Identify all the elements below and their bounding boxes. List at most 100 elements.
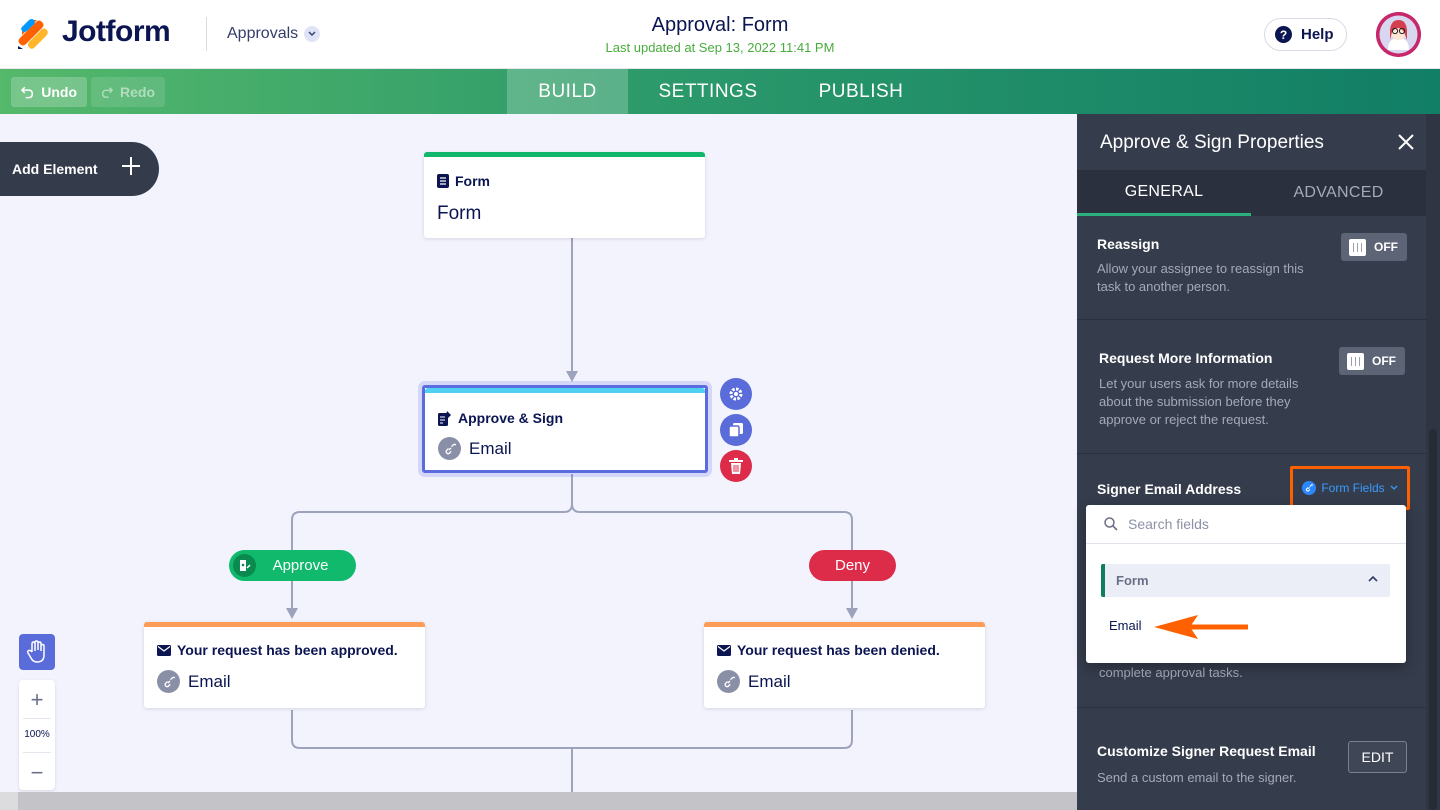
request-more-info-toggle[interactable]: OFF [1339, 347, 1405, 375]
form-node-type: Form [455, 173, 490, 189]
customize-email-description: Send a custom email to the signer. [1097, 770, 1297, 785]
pan-tool-button[interactable] [19, 634, 55, 670]
tab-general[interactable]: GENERAL [1077, 170, 1251, 216]
envelope-icon [157, 644, 171, 656]
link-icon [1302, 481, 1317, 495]
panel-title: Approve & Sign Properties [1100, 132, 1324, 153]
field-option-email[interactable]: Email [1109, 618, 1142, 633]
approve-sign-assignee: Email [438, 437, 512, 460]
annotation-arrow-icon [1154, 615, 1248, 639]
node-color-bar [704, 622, 985, 627]
node-delete-button[interactable] [720, 450, 752, 482]
approve-branch-label[interactable]: Approve [229, 550, 356, 581]
approve-icon [233, 554, 256, 577]
denied-email-node[interactable]: Your request has been denied. Email [704, 622, 985, 708]
tab-publish[interactable]: PUBLISH [818, 80, 904, 102]
search-fields-input[interactable]: Search fields [1086, 505, 1406, 544]
reassign-description: Allow your assignee to reassign this tas… [1097, 261, 1304, 294]
properties-panel: Approve & Sign Properties GENERAL ADVANC… [1077, 114, 1440, 810]
link-icon [157, 670, 180, 693]
approved-email-subject: Your request has been approved. [177, 642, 398, 658]
jotform-logo-icon[interactable] [17, 18, 49, 50]
hand-icon [26, 640, 45, 663]
approved-email-node[interactable]: Your request has been approved. Email [144, 622, 425, 708]
reassign-title: Reassign [1097, 236, 1160, 252]
recipient-text: Email [188, 671, 231, 691]
toggle-state: OFF [1374, 240, 1398, 254]
field-group-form[interactable]: Form [1101, 564, 1390, 597]
signer-email-section: Signer Email Address complete approval t… [1077, 454, 1426, 708]
workspace-menu[interactable]: Approvals [227, 25, 321, 43]
sign-document-icon [438, 410, 451, 426]
undo-button[interactable]: Undo [11, 77, 87, 107]
zoom-controls: + 100% − [19, 680, 55, 790]
edit-email-button[interactable]: EDIT [1348, 741, 1407, 773]
node-title: Your request has been denied. [717, 642, 940, 658]
zoom-in-button[interactable]: + [30, 687, 44, 712]
node-title: Your request has been approved. [157, 642, 398, 658]
last-updated-text: Last updated at Sep 13, 2022 11:41 PM [605, 40, 835, 55]
trash-icon [729, 458, 743, 474]
link-icon [438, 437, 461, 460]
approve-sign-node[interactable]: Approve & Sign Email [422, 385, 708, 473]
add-element-label: Add Element [12, 161, 98, 177]
signer-email-description: complete approval tasks. [1099, 665, 1243, 680]
close-icon[interactable] [1397, 133, 1415, 151]
chevron-down-icon [304, 26, 321, 42]
node-title: Form [437, 173, 490, 189]
node-color-bar [424, 152, 705, 157]
toggle-knob [1347, 352, 1364, 370]
duplicate-icon [728, 423, 743, 438]
workspace-menu-label: Approvals [227, 25, 299, 42]
request-more-info-description: Let your users ask for more details abou… [1099, 376, 1299, 427]
search-icon [1104, 517, 1118, 531]
divider [23, 752, 51, 753]
customize-email-section: Customize Signer Request Email Send a cu… [1077, 708, 1426, 810]
link-icon [717, 670, 740, 693]
approve-sign-type: Approve & Sign [458, 410, 564, 426]
help-button[interactable]: ? Help [1264, 18, 1347, 51]
signer-email-title: Signer Email Address [1097, 481, 1242, 497]
canvas-horizontal-scrollbar[interactable] [0, 792, 1077, 810]
customize-email-title: Customize Signer Request Email [1097, 743, 1316, 759]
panel-scrollbar[interactable] [1426, 114, 1440, 810]
form-fields-dropdown: Search fields Form Email [1086, 505, 1406, 663]
workflow-canvas[interactable]: Add Element Form Form Approve & Sign Ema… [0, 114, 1077, 810]
divider [23, 718, 51, 719]
deny-branch-label[interactable]: Deny [809, 550, 896, 581]
redo-icon [102, 87, 113, 98]
toggle-state: OFF [1372, 354, 1396, 368]
top-header: Jotform Approvals Approval: Form Last up… [0, 0, 1440, 69]
node-title: Approve & Sign [438, 410, 563, 426]
tab-settings[interactable]: SETTINGS [658, 80, 758, 102]
approved-email-recipient: Email [157, 670, 231, 693]
node-duplicate-button[interactable] [720, 414, 752, 446]
tab-advanced[interactable]: ADVANCED [1293, 184, 1384, 201]
assignee-text: Email [469, 438, 512, 458]
reassign-toggle[interactable]: OFF [1341, 233, 1407, 261]
scrollbar-thumb[interactable] [1429, 429, 1437, 810]
request-more-info-section: Request More Information Let your users … [1077, 320, 1426, 454]
node-settings-button[interactable] [720, 378, 752, 410]
zoom-out-button[interactable]: − [30, 760, 44, 785]
undo-label: Undo [41, 84, 77, 100]
brand-name[interactable]: Jotform [62, 15, 171, 48]
scrollbar-thumb[interactable] [18, 792, 1077, 810]
toggle-knob [1349, 238, 1366, 256]
approve-branch-text: Approve [272, 557, 329, 574]
form-fields-button[interactable]: Form Fields [1290, 466, 1410, 510]
denied-email-subject: Your request has been denied. [737, 642, 940, 658]
tab-build[interactable]: BUILD [507, 69, 628, 114]
recipient-text: Email [748, 671, 791, 691]
form-node[interactable]: Form Form [424, 152, 705, 238]
redo-label: Redo [120, 84, 155, 100]
form-fields-label: Form Fields [1321, 481, 1385, 495]
page-title: Approval: Form [651, 14, 789, 36]
redo-button[interactable]: Redo [91, 77, 165, 107]
user-avatar[interactable] [1376, 12, 1421, 57]
add-element-button[interactable]: Add Element [0, 142, 159, 196]
zoom-level: 100% [24, 729, 50, 740]
node-color-bar [144, 622, 425, 627]
form-node-name: Form [437, 203, 482, 224]
help-label: Help [1301, 26, 1334, 43]
